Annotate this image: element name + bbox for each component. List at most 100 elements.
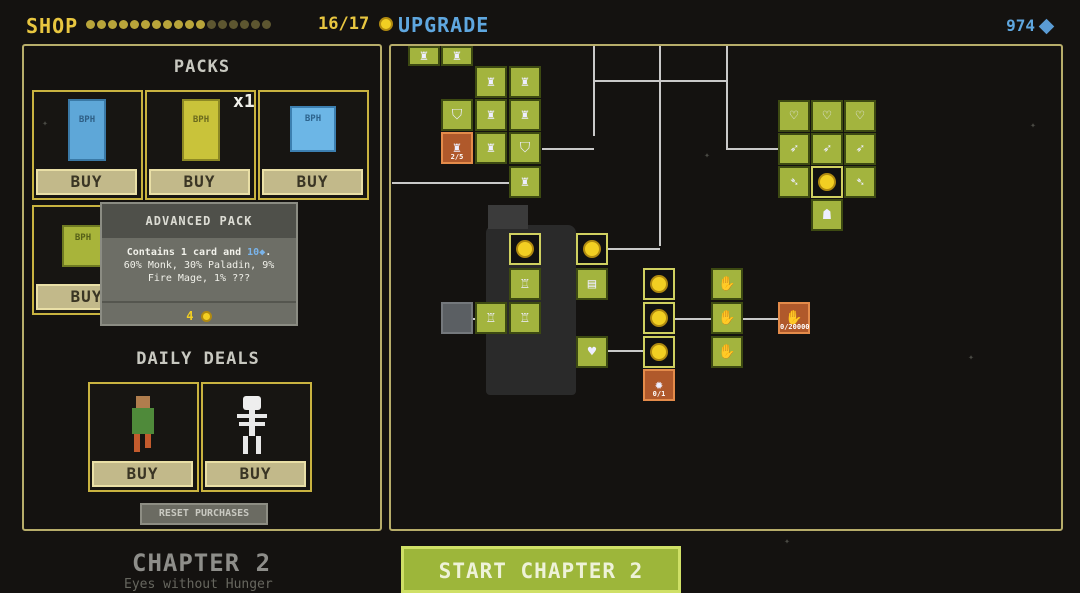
buy-button-deal-1[interactable]: BUY xyxy=(92,461,193,487)
coin-icon xyxy=(645,338,673,366)
tree-link xyxy=(743,318,779,320)
upgrade-node[interactable]: ➶ xyxy=(778,133,810,165)
progress-dot xyxy=(262,20,271,29)
upgrade-node-coin[interactable] xyxy=(643,268,675,300)
star-decoration: ✦ xyxy=(1030,120,1037,131)
shield-icon: ⛉ xyxy=(451,107,463,123)
upgrade-node-counter[interactable]: ✹0/1 xyxy=(643,369,675,401)
upgrade-node[interactable]: ♖ xyxy=(509,302,541,334)
upgrade-node-coin[interactable] xyxy=(643,302,675,334)
gauntlet-icon: ✋ xyxy=(718,276,736,292)
upgrade-node[interactable]: ♜ xyxy=(509,166,541,198)
progress-dot xyxy=(196,20,205,29)
pack-label: BPH xyxy=(192,115,210,125)
upgrade-node-coin[interactable] xyxy=(643,336,675,368)
star-decoration: ✦ xyxy=(784,536,791,547)
chapter-title: CHAPTER 2 xyxy=(132,549,272,577)
upgrade-node[interactable]: ⛉ xyxy=(509,132,541,164)
upgrade-node[interactable]: ♜ xyxy=(475,99,507,131)
upgrade-title: UPGRADE xyxy=(398,13,490,37)
monk-body xyxy=(132,408,154,434)
heart-icon: ♡ xyxy=(789,108,799,124)
tree-link xyxy=(608,350,644,352)
node-count: 0/1 xyxy=(652,390,666,398)
progress-dot xyxy=(207,20,216,29)
upgrade-node-counter[interactable]: ✋0/20000 xyxy=(778,302,810,334)
upgrade-node[interactable]: ♖ xyxy=(475,302,507,334)
tooltip-price: 4 xyxy=(102,301,296,323)
tower-icon: ♖ xyxy=(486,310,496,326)
upgrade-node[interactable]: ♜ xyxy=(475,132,507,164)
advanced-pack-tooltip: ADVANCED PACK Contains 1 card and 10◆. 6… xyxy=(100,202,298,326)
paladin-icon: ♜ xyxy=(520,74,530,90)
upgrade-node[interactable]: ☗ xyxy=(811,199,843,231)
tooltip-line-1-prefix: Contains 1 card and xyxy=(126,247,248,258)
upgrade-node[interactable]: ♜ xyxy=(441,46,473,66)
tooltip-line-1: Contains 1 card and 10◆. xyxy=(110,246,288,259)
upgrade-node[interactable]: ♜ xyxy=(475,66,507,98)
ghost-icon: ☗ xyxy=(822,207,832,223)
tooltip-price-value: 4 xyxy=(186,309,194,323)
coin-icon xyxy=(511,235,539,263)
upgrade-node[interactable]: ➶ xyxy=(844,133,876,165)
monk-head xyxy=(136,396,150,408)
paladin-icon: ♜ xyxy=(486,140,496,156)
buy-button-deal-2[interactable]: BUY xyxy=(205,461,306,487)
shop-progress-dots xyxy=(86,20,271,29)
upgrade-node[interactable]: ♡ xyxy=(844,100,876,132)
tooltip-gem-amount: 10 xyxy=(247,247,260,258)
upgrade-node[interactable]: ✋ xyxy=(711,302,743,334)
upgrade-node-coin[interactable] xyxy=(509,233,541,265)
gem-counter: 974 xyxy=(1006,16,1055,35)
progress-dot xyxy=(119,20,128,29)
node-count: 0/20000 xyxy=(780,323,810,331)
reset-purchases-button[interactable]: RESET PURCHASES xyxy=(140,503,268,525)
upgrade-node[interactable]: ➴ xyxy=(844,166,876,198)
buy-button-pack-1[interactable]: BUY xyxy=(36,169,137,195)
upgrade-node[interactable]: ♜ xyxy=(509,66,541,98)
upgrade-node-counter[interactable]: ♜2/5 xyxy=(441,132,473,164)
progress-dot xyxy=(152,20,161,29)
pack-multiplier: x1 xyxy=(233,91,255,112)
upgrade-node[interactable]: ✋ xyxy=(711,336,743,368)
shield-icon: ⛉ xyxy=(519,140,531,156)
upgrade-node[interactable]: ♜ xyxy=(408,46,440,66)
packs-title: PACKS xyxy=(173,57,231,77)
progress-dot xyxy=(108,20,117,29)
star-decoration: ✦ xyxy=(968,352,975,363)
upgrade-node[interactable]: ➴ xyxy=(778,166,810,198)
gauntlet-icon: ✋ xyxy=(718,344,736,360)
gem-count: 974 xyxy=(1006,16,1035,35)
upgrade-node-coin[interactable] xyxy=(811,166,843,198)
bow-icon: ➴ xyxy=(855,174,865,190)
upgrade-node[interactable]: ♖ xyxy=(509,268,541,300)
buy-button-pack-3[interactable]: BUY xyxy=(262,169,363,195)
skeleton-leg xyxy=(256,436,261,454)
coin-icon xyxy=(578,235,606,263)
upgrade-node[interactable]: ✋ xyxy=(711,268,743,300)
upgrade-node[interactable]: ▤ xyxy=(576,268,608,300)
buy-button-pack-2[interactable]: BUY xyxy=(149,169,250,195)
paladin-icon: ♜ xyxy=(486,74,496,90)
upgrade-node-locked[interactable] xyxy=(441,302,473,334)
upgrade-node[interactable]: ♡ xyxy=(778,100,810,132)
coin-icon xyxy=(645,304,673,332)
skeleton-ribs xyxy=(239,422,265,426)
progress-dot xyxy=(240,20,249,29)
upgrade-node[interactable]: ⛉ xyxy=(441,99,473,131)
tooltip-title: ADVANCED PACK xyxy=(102,204,296,238)
paladin-icon: ♜ xyxy=(520,174,530,190)
advanced-pack-icon: BPH xyxy=(182,99,220,161)
upgrade-node[interactable]: ➶ xyxy=(811,133,843,165)
chapter-subtitle: Eyes without Hunger xyxy=(124,577,273,592)
upgrade-node[interactable]: ♜ xyxy=(509,99,541,131)
upgrade-node[interactable]: ♡ xyxy=(811,100,843,132)
gem-icon: ◆ xyxy=(259,247,266,258)
tower-icon: ♖ xyxy=(520,276,530,292)
progress-dot xyxy=(229,20,238,29)
skeleton-skull xyxy=(243,396,261,410)
upgrade-node-coin[interactable] xyxy=(576,233,608,265)
start-chapter-button[interactable]: START CHAPTER 2 xyxy=(401,546,681,593)
upgrade-node[interactable]: ♥ xyxy=(576,336,608,368)
heart-icon: ♡ xyxy=(822,108,832,124)
